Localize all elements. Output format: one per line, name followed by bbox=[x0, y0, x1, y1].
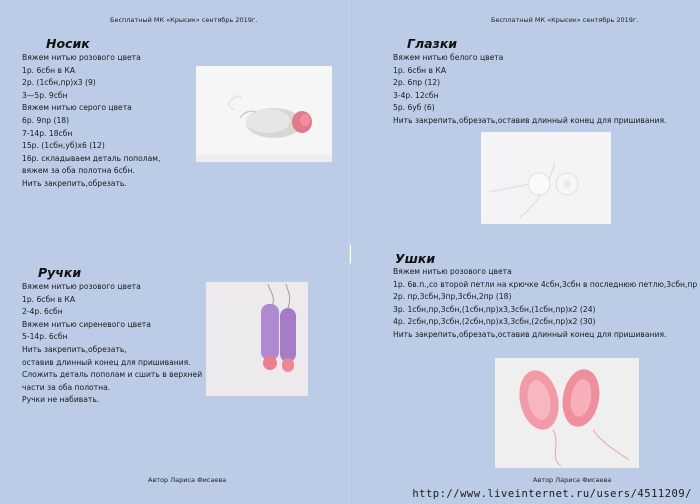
section-title-arms: Ручки bbox=[38, 265, 82, 280]
instruction-line: Вяжем нитью сиреневого цвета bbox=[22, 319, 151, 329]
instruction-line: Ручки не набивать. bbox=[22, 395, 100, 405]
section-title-eyes: Глазки bbox=[407, 36, 458, 51]
arms-photo bbox=[206, 282, 308, 396]
left-page: Бесплатный МК «Крысик» сентябрь 2019г. Н… bbox=[22, 0, 350, 504]
instruction-line: Вяжем нитью розового цвета bbox=[393, 267, 512, 276]
nose-instructions: Вяжем нитью розового цвета 1р. 6сбн в КА 2… bbox=[22, 52, 160, 191]
instruction-line: 15р. (1сбн,уб)х6 (12) bbox=[22, 141, 105, 151]
page-header-left: Бесплатный МК «Крысик» сентябрь 2019г. bbox=[110, 16, 258, 24]
instruction-line: Нить закрепить,обрезать. bbox=[22, 178, 127, 188]
instruction-line: Сложить деталь пополам и сшить в верхней bbox=[22, 370, 203, 380]
eyes-instructions: Вяжем нитью белого цвета 1р. 6сбн в КА 2р.… bbox=[393, 52, 666, 128]
instruction-line: 2-4р. 6сбн bbox=[22, 307, 63, 317]
instruction-line: Вяжем нитью серого цвета bbox=[22, 103, 132, 113]
instruction-line: Вяжем нитью розового цвета bbox=[22, 53, 141, 62]
instruction-line: 1р. 6в.п.,со второй петли на крючке 4сбн… bbox=[393, 279, 700, 289]
arms-instructions: Вяжем нитью розового цвета 1р. 6сбн в КА 2… bbox=[22, 281, 202, 407]
instruction-line: 2р. пр,3сбн,3пр,3сбн,2пр (18) bbox=[393, 292, 512, 302]
instruction-line: 4р. 2сбн,пр,3сбн,(2сбн,пр)х3,3сбн,(2сбн,… bbox=[393, 317, 596, 327]
watermark-url: http://www.liveinternet.ru/users/4511209… bbox=[412, 488, 692, 500]
instruction-line: 1р. 6сбн в КА bbox=[22, 294, 76, 304]
instruction-line: 5р. 6уб (6) bbox=[393, 103, 435, 113]
instruction-line: Нить закрепить,обрезать, bbox=[22, 344, 127, 354]
page-header-right: Бесплатный МК «Крысик» сентябрь 2019г. bbox=[491, 16, 639, 24]
section-title-ears: Ушки bbox=[395, 251, 436, 266]
instruction-line: Нить закрепить,обрезать,оставив длинный … bbox=[393, 115, 667, 125]
instruction-line: Вяжем нитью белого цвета bbox=[393, 53, 504, 62]
instruction-line: 1р. 6сбн в КА bbox=[393, 65, 447, 75]
footer-author-right: Автор Лариса Фисаева bbox=[533, 476, 612, 484]
instruction-line: Нить закрепить,обрезать,оставив длинный … bbox=[393, 329, 667, 339]
right-page: Бесплатный МК «Крысик» сентябрь 2019г. Г… bbox=[351, 0, 700, 504]
eyes-photo bbox=[481, 132, 611, 224]
instruction-line: 6р. 9пр (18) bbox=[22, 115, 70, 125]
instruction-line: 3р. 1сбн,пр,3сбн,(1сбн,пр)х3,3сбн,(1сбн,… bbox=[393, 304, 596, 314]
instruction-line: 3-4р. 12сбн bbox=[393, 90, 439, 100]
instruction-line: 7-14р. 18сбн bbox=[22, 128, 73, 138]
instruction-line: части за оба полотна. bbox=[22, 382, 111, 392]
instruction-line: 16р. складываем деталь пополам, bbox=[22, 153, 161, 163]
instruction-line: оставив длинный конец для пришивания. bbox=[22, 357, 191, 367]
ears-photo bbox=[495, 358, 639, 468]
nose-photo bbox=[196, 66, 332, 162]
instruction-line: 3—5р. 9сбн bbox=[22, 90, 68, 100]
section-title-nose: Носик bbox=[46, 36, 90, 51]
instruction-line: Вяжем нитью розового цвета bbox=[22, 282, 141, 291]
instruction-line: 2р. (1сбн,пр)х3 (9) bbox=[22, 78, 96, 88]
instruction-line: 1р. 6сбн в КА bbox=[22, 65, 76, 75]
instruction-line: 2р. 6пр (12) bbox=[393, 78, 441, 88]
instruction-line: вяжем за оба полотна 6сбн. bbox=[22, 166, 135, 176]
footer-author-left: Автор Лариса Фисаева bbox=[148, 476, 227, 484]
instruction-line: 5-14р. 6сбн bbox=[22, 332, 68, 342]
ears-instructions: Вяжем нитью розового цвета 1р. 6в.п.,со в… bbox=[393, 266, 700, 342]
